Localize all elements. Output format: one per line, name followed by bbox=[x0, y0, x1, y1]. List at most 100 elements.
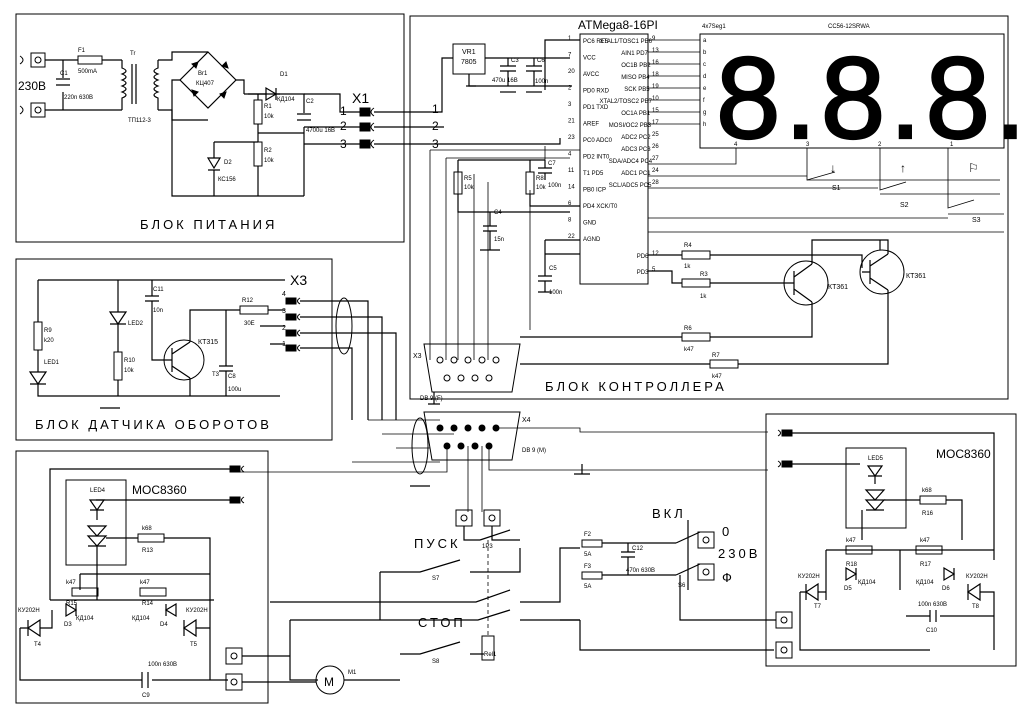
svg-text:R3: R3 bbox=[700, 272, 708, 278]
start-label[interactable]: ПУСК bbox=[414, 536, 461, 551]
capacitor-c2 bbox=[297, 113, 311, 121]
svg-text:4x7Seg1: 4x7Seg1 bbox=[702, 24, 726, 30]
optocoupler-right bbox=[845, 447, 907, 529]
resistor-r4 bbox=[681, 250, 711, 260]
segment-label: b bbox=[703, 50, 707, 56]
mcu-pin-name: XTAL1/TOSC1 PB6 bbox=[600, 39, 653, 45]
svg-text:КТ315: КТ315 bbox=[198, 339, 218, 346]
svg-text:КУ202Н: КУ202Н bbox=[798, 574, 820, 580]
left-terminal-top[interactable] bbox=[225, 647, 243, 665]
zener-d2 bbox=[206, 142, 222, 196]
mcu-pin-number: 17 bbox=[652, 120, 659, 126]
mcu-pin-number: 23 bbox=[568, 135, 575, 141]
mains-terminal-top[interactable] bbox=[30, 52, 46, 68]
x3-db9-female[interactable]: X3 DB 9 (F) bbox=[413, 343, 521, 402]
switch-s1-label[interactable]: S1 bbox=[832, 185, 841, 192]
mains-zero-terminal[interactable] bbox=[697, 531, 715, 549]
svg-text:100n 630В: 100n 630В bbox=[918, 602, 947, 608]
thyristor-t8 bbox=[966, 582, 981, 602]
resistor-r15 bbox=[71, 587, 99, 597]
mcu-pin-name: PD2 INT0 bbox=[583, 155, 610, 161]
c1-capacitor bbox=[56, 78, 70, 86]
svg-text:Rel1: Rel1 bbox=[484, 652, 497, 658]
svg-text:k47: k47 bbox=[712, 374, 722, 380]
right-terminal-top[interactable] bbox=[775, 611, 793, 629]
x3-sensor-connector[interactable]: 4 3 2 1 bbox=[282, 291, 301, 352]
mains-phase-terminal[interactable] bbox=[697, 563, 715, 581]
svg-text:R9: R9 bbox=[44, 328, 52, 334]
svg-text:LED4: LED4 bbox=[90, 488, 106, 494]
svg-text:КД104: КД104 bbox=[277, 97, 295, 103]
svg-text:VR1: VR1 bbox=[462, 49, 476, 56]
resistor-r7 bbox=[709, 359, 739, 369]
svg-text:X3: X3 bbox=[413, 353, 422, 360]
mcu-pin-name: ADC2 PC2 bbox=[621, 135, 651, 141]
mcu-pin-name: OC1A PB1 bbox=[621, 111, 651, 117]
svg-text:R17: R17 bbox=[920, 562, 932, 568]
svg-text:C8: C8 bbox=[228, 374, 236, 380]
svg-text:0: 0 bbox=[722, 524, 732, 539]
svg-text:7805: 7805 bbox=[461, 59, 477, 66]
svg-text:DB 9 (M): DB 9 (M) bbox=[522, 448, 546, 454]
relay-terminal-right[interactable] bbox=[483, 509, 501, 527]
mcu-pin-name: AREF bbox=[583, 122, 599, 128]
mcu-pin-name: PB0 ICP bbox=[583, 188, 606, 194]
thyristor-t5 bbox=[182, 618, 197, 638]
sensor-block-frame bbox=[15, 258, 333, 441]
mcu-pin-number: 9 bbox=[652, 36, 656, 42]
svg-text:2: 2 bbox=[432, 119, 439, 133]
flag-icon: ⚐ bbox=[968, 161, 979, 175]
svg-text:R14: R14 bbox=[142, 601, 154, 607]
transistor-t3 bbox=[163, 339, 205, 381]
mcu-pin-number: 16 bbox=[652, 60, 659, 66]
svg-text:R16: R16 bbox=[922, 511, 934, 517]
diode-d1 bbox=[248, 86, 296, 102]
svg-text:C3: C3 bbox=[511, 58, 519, 64]
fuse-f3 bbox=[581, 571, 603, 580]
svg-text:100n 630В: 100n 630В bbox=[148, 662, 177, 668]
stop-label[interactable]: СТОП bbox=[418, 615, 466, 630]
svg-text:S6: S6 bbox=[678, 583, 686, 589]
right-terminal-bottom[interactable] bbox=[775, 641, 793, 659]
mcu-pin-number: 8 bbox=[568, 218, 572, 224]
svg-text:S8: S8 bbox=[432, 659, 440, 665]
capacitor-c6 bbox=[526, 58, 542, 86]
svg-text:КТ361: КТ361 bbox=[828, 284, 848, 291]
down-arrow-icon: ↓ bbox=[830, 161, 836, 175]
resistor-r10 bbox=[113, 351, 123, 381]
switch-s2-label[interactable]: S2 bbox=[900, 202, 909, 209]
svg-text:C5: C5 bbox=[549, 266, 557, 272]
mains-switching: 1Р3 ПУСК СТОП S7 S8 Rel1 M M1 F2 5A F3 5… bbox=[242, 506, 776, 695]
capacitor-c10 bbox=[929, 610, 937, 622]
resistor-r1 bbox=[253, 99, 263, 125]
svg-text:Ф: Ф bbox=[722, 570, 735, 585]
mcu-pin-number: 11 bbox=[568, 168, 575, 174]
svg-text:ТП112-3: ТП112-3 bbox=[128, 118, 152, 124]
svg-text:КД104: КД104 bbox=[132, 616, 150, 622]
svg-text:R6: R6 bbox=[684, 326, 692, 332]
on-label[interactable]: ВКЛ bbox=[652, 506, 686, 521]
svg-text:M: M bbox=[324, 675, 334, 689]
left-triac-driver: MOC8360 LED4 k68 R13 k47 R15 k47 R14 D3 … bbox=[18, 465, 245, 699]
svg-text:C10: C10 bbox=[926, 628, 938, 634]
svg-text:k68: k68 bbox=[922, 488, 932, 494]
switch-s3-label[interactable]: S3 bbox=[972, 217, 981, 224]
controller: VR1 7805 C3 470u 16В C6 100n ATMega8-16P… bbox=[413, 18, 1024, 402]
right-triac-block-frame bbox=[765, 413, 1017, 667]
svg-text:CC56-12SRWA: CC56-12SRWA bbox=[828, 24, 870, 30]
svg-text:R15: R15 bbox=[66, 601, 78, 607]
segment-label: d bbox=[703, 74, 706, 80]
mcu-pin-name: XTAL2/TOSC2 PB7 bbox=[600, 99, 653, 105]
svg-text:F1: F1 bbox=[78, 48, 86, 54]
svg-text:T4: T4 bbox=[34, 642, 42, 648]
svg-text:R8: R8 bbox=[536, 176, 544, 182]
relay-terminal-left[interactable] bbox=[455, 509, 473, 527]
svg-text:X4: X4 bbox=[522, 417, 531, 424]
mains-terminal-bottom[interactable] bbox=[30, 102, 46, 118]
relay-coil bbox=[481, 635, 495, 661]
mcu-pin-name: SDA/ADC4 PC4 bbox=[609, 159, 653, 165]
mcu-pin-number: 24 bbox=[652, 168, 659, 174]
x4-db9-male[interactable]: X4 DB 9 (M) bbox=[423, 411, 546, 461]
left-terminal-bottom[interactable] bbox=[225, 673, 243, 691]
